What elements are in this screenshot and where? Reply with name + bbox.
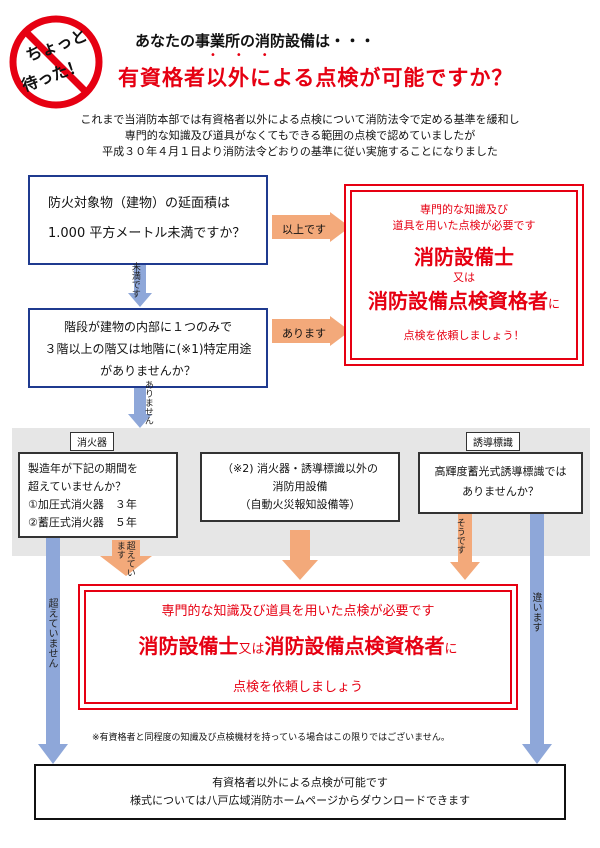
blue-arrow — [128, 388, 152, 428]
question-stairs: 階段が建物の内部に１つのみで ３階以上の階又は地階に(※1)特定用途 がありませ… — [28, 308, 268, 388]
advice-box-bottom: 専門的な知識及び道具を用いた点検が必要です 消防設備士又は消防設備点検資格者に … — [80, 586, 516, 708]
header-subtitle: あなたの事業所の消防設備は・・・ — [135, 32, 376, 50]
orange-arrow — [450, 514, 480, 580]
advice-big2-row: 消防設備点検資格者に — [352, 286, 576, 319]
advice-big2: 消防設備点検資格者 — [367, 289, 548, 313]
q2-line2: ３階以上の階又は地階に(※1)特定用途 — [44, 342, 252, 356]
q2-line3: がありませんか？ — [100, 364, 196, 378]
orange-arrow — [272, 212, 350, 242]
stamp: ちょっと 待った！ — [6, 12, 106, 112]
label-yes-so: そうです — [454, 518, 465, 554]
other-line3: （自動火災報知設備等） — [239, 498, 361, 511]
result-line1: 有資格者以外による点検が可能です — [212, 776, 388, 789]
intro-line: これまで当消防本部では有資格者以外による点検について消防法令で定める基準を緩和し — [80, 113, 520, 126]
advice2-big2: 消防設備点検資格者 — [264, 634, 445, 658]
label-guide-sign: 誘導標識 — [466, 432, 520, 451]
advice2-line1: 専門的な知識及び道具を用いた点検が必要です — [161, 604, 435, 619]
advice-big1: 消防設備士 — [414, 245, 514, 269]
label-exceeded: 超えています — [114, 541, 135, 577]
advice2-or: 又は — [238, 642, 265, 657]
label-none: ありません — [142, 380, 153, 425]
intro-text: これまで当消防本部では有資格者以外による点検について消防法令で定める基準を緩和し… — [0, 112, 600, 160]
q1-line1: 防火対象物（建物）の延面積は — [48, 196, 231, 211]
advice2-line2: 点検を依頼しましょう — [232, 680, 363, 695]
orange-arrow — [282, 530, 318, 580]
ext-line1: 製造年が下記の期間を — [28, 462, 138, 475]
guide-line2: ありませんか？ — [462, 485, 539, 498]
advice2-big1: 消防設備士 — [138, 634, 239, 658]
advice-box-top: 専門的な知識及び 道具を用いた点検が必要です 消防設備士 又は 消防設備点検資格… — [346, 186, 582, 364]
advice-line2: 道具を用いた点検が必要です — [392, 219, 536, 232]
blue-arrow — [522, 514, 552, 764]
label-over: 以上です — [282, 223, 326, 236]
advice-line3: 点検を依頼しましょう！ — [403, 329, 525, 342]
ext-line4: ②蓄圧式消火器 ５年 — [28, 516, 137, 529]
result-box: 有資格者以外による点検が可能です 様式については八戸広域消防ホームページからダウ… — [34, 764, 566, 820]
advice-or: 又は — [453, 271, 475, 284]
advice2-ni: に — [444, 642, 458, 657]
other-equipment: （※2) 消火器・誘導標識以外の 消防用設備 （自動火災報知設備等） — [200, 452, 400, 522]
label-under: 未満です — [129, 262, 140, 298]
blue-arrow — [128, 265, 152, 307]
advice-ni: に — [547, 297, 560, 311]
question-extinguisher: 製造年が下記の期間を 超えていませんか？ ①加圧式消火器 ３年 ②蓄圧式消火器 … — [18, 452, 178, 538]
label-extinguisher: 消火器 — [70, 432, 114, 451]
other-line1: （※2) 消火器・誘導標識以外の — [221, 462, 378, 475]
intro-line: 平成３０年４月１日より消防法令どおりの基準に従い実施することになりました — [102, 145, 498, 158]
label-different: 違います — [530, 592, 541, 632]
footnote: ※有資格者と同程度の知識及び点検機材を持っている場合はこの限りではございません。 — [92, 733, 450, 743]
prohibition-icon — [9, 15, 103, 109]
label-not-exceeded: 超えていません — [46, 598, 57, 668]
result-line2: 様式については八戸広域消防ホームページからダウンロードできます — [130, 794, 470, 807]
q1-line2: 1.000 平方メートル未満ですか？ — [48, 226, 246, 241]
emphasis-dots: ••• — [210, 50, 288, 61]
guide-line1: 高輝度蓄光式誘導標識では — [434, 465, 567, 478]
advice2-big-row: 消防設備士又は消防設備点検資格者に — [86, 628, 510, 668]
advice-line1: 専門的な知識及び — [420, 203, 508, 216]
ext-line2: 超えていませんか？ — [28, 480, 127, 493]
q2-line1: 階段が建物の内部に１つのみで — [63, 320, 232, 334]
ext-line3: ①加圧式消火器 ３年 — [28, 498, 137, 511]
label-exists: あります — [282, 327, 326, 340]
page-title: 有資格者以外による点検が可能ですか？ — [118, 66, 514, 90]
blue-arrow — [38, 538, 68, 764]
other-line2: 消防用設備 — [272, 480, 328, 493]
orange-arrow — [272, 316, 350, 346]
intro-line: 専門的な知識及び道具がなくてもできる範囲の点検で認めていましたが — [124, 129, 476, 142]
question-floor-area: 防火対象物（建物）の延面積は 1.000 平方メートル未満ですか？ — [28, 175, 268, 265]
orange-arrow — [100, 540, 152, 576]
question-guide-sign: 高輝度蓄光式誘導標識では ありませんか？ — [418, 452, 583, 514]
